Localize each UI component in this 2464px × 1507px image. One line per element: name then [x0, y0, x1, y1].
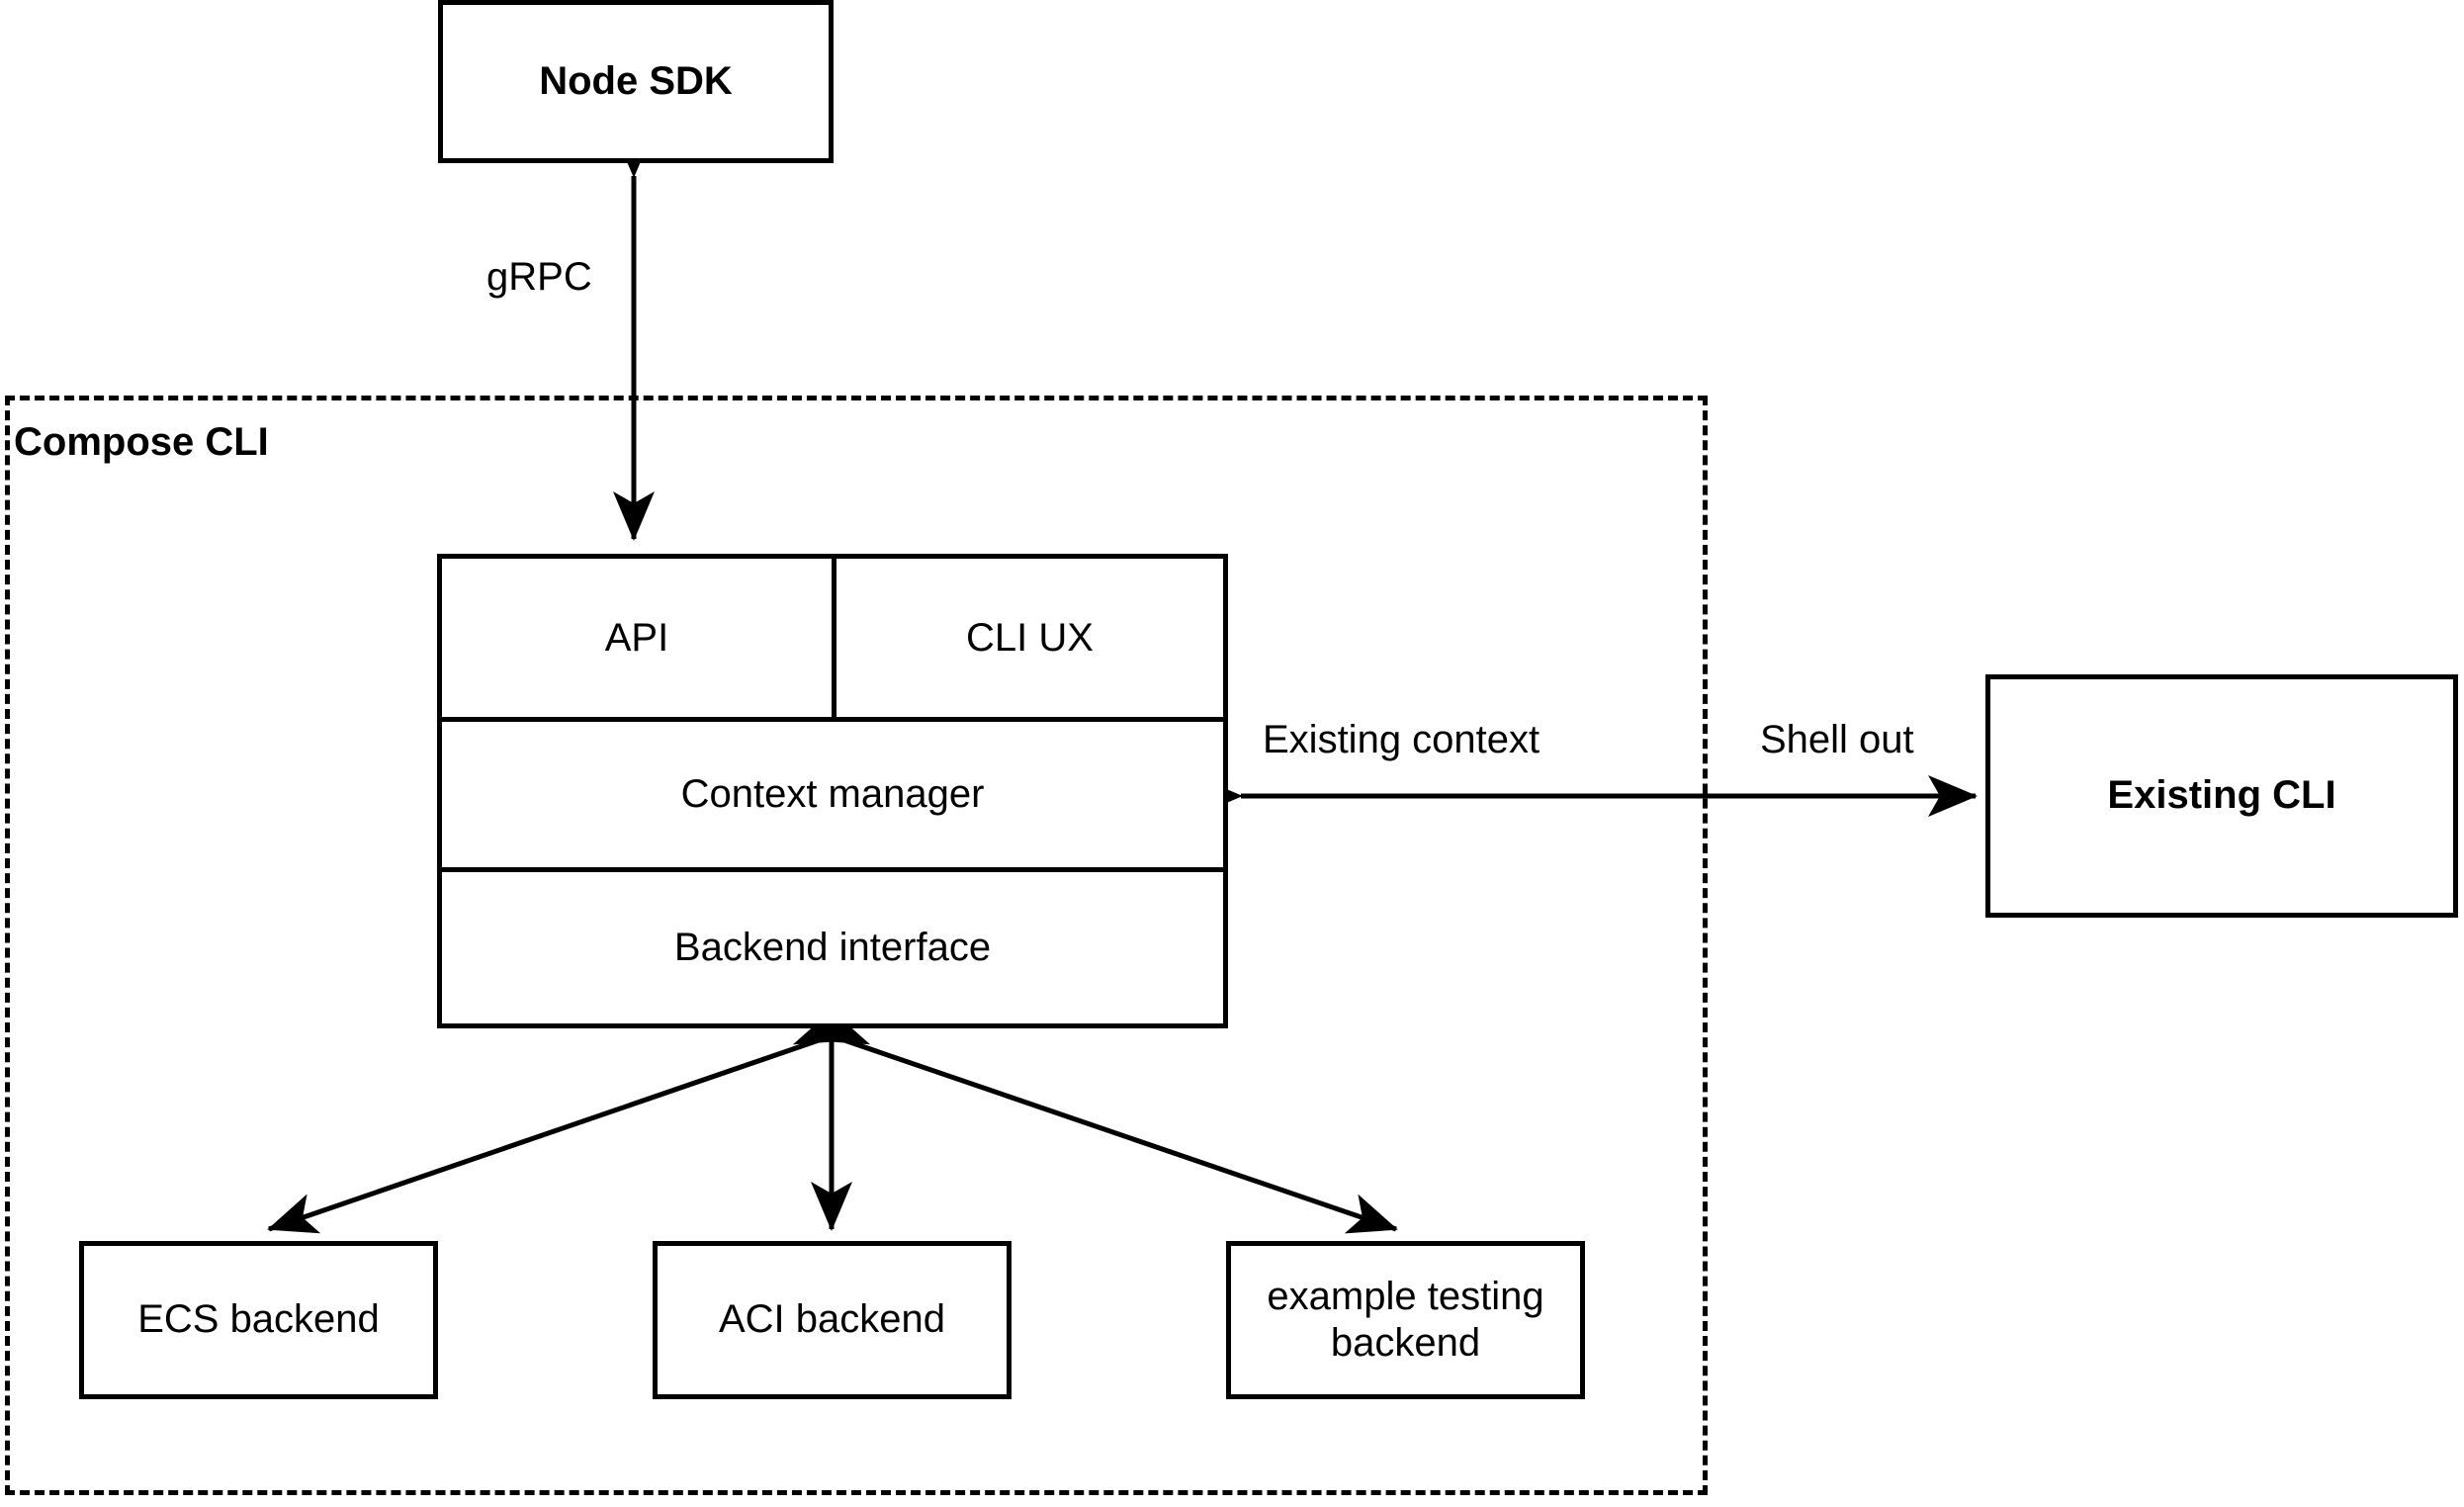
example-testing-backend-line-2: backend	[1330, 1321, 1481, 1365]
context-manager-label: Context manager	[680, 772, 985, 816]
compose-cli-stack: API CLI UX Context manager Backend inter…	[437, 554, 1228, 1028]
aci-backend-label: ACI backend	[718, 1297, 946, 1342]
api-label: API	[604, 615, 669, 660]
existing-context-edge-label: Existing context	[1263, 718, 1540, 761]
existing-cli-box[interactable]: Existing CLI	[1985, 674, 2458, 918]
shell-out-edge-label: Shell out	[1760, 718, 1914, 761]
stack-row-context-manager[interactable]: Context manager	[442, 717, 1223, 867]
api-cell[interactable]: API	[442, 559, 832, 717]
node-sdk-box[interactable]: Node SDK	[438, 0, 834, 163]
existing-cli-label: Existing CLI	[2107, 773, 2336, 818]
stack-row-api-cliux: API CLI UX	[442, 559, 1223, 717]
ecs-backend-box[interactable]: ECS backend	[79, 1241, 438, 1399]
backend-interface-label: Backend interface	[673, 926, 992, 969]
cli-ux-cell[interactable]: CLI UX	[832, 559, 1223, 717]
grpc-edge-label: gRPC	[486, 255, 592, 299]
compose-cli-container-label: Compose CLI	[14, 420, 269, 464]
node-sdk-label: Node SDK	[539, 58, 733, 103]
example-testing-backend-box[interactable]: example testing backend	[1226, 1241, 1585, 1399]
example-testing-backend-line-1: example testing	[1267, 1274, 1544, 1318]
stack-row-backend-interface[interactable]: Backend interface	[442, 867, 1223, 1023]
cli-ux-label: CLI UX	[966, 615, 1094, 660]
context-manager-cell[interactable]: Context manager	[442, 722, 1223, 867]
compose-cli-container	[5, 396, 1708, 1495]
backend-interface-cell[interactable]: Backend interface	[442, 872, 1223, 1023]
ecs-backend-label: ECS backend	[137, 1297, 380, 1342]
aci-backend-box[interactable]: ACI backend	[653, 1241, 1012, 1399]
example-testing-backend-label: example testing backend	[1267, 1274, 1543, 1367]
